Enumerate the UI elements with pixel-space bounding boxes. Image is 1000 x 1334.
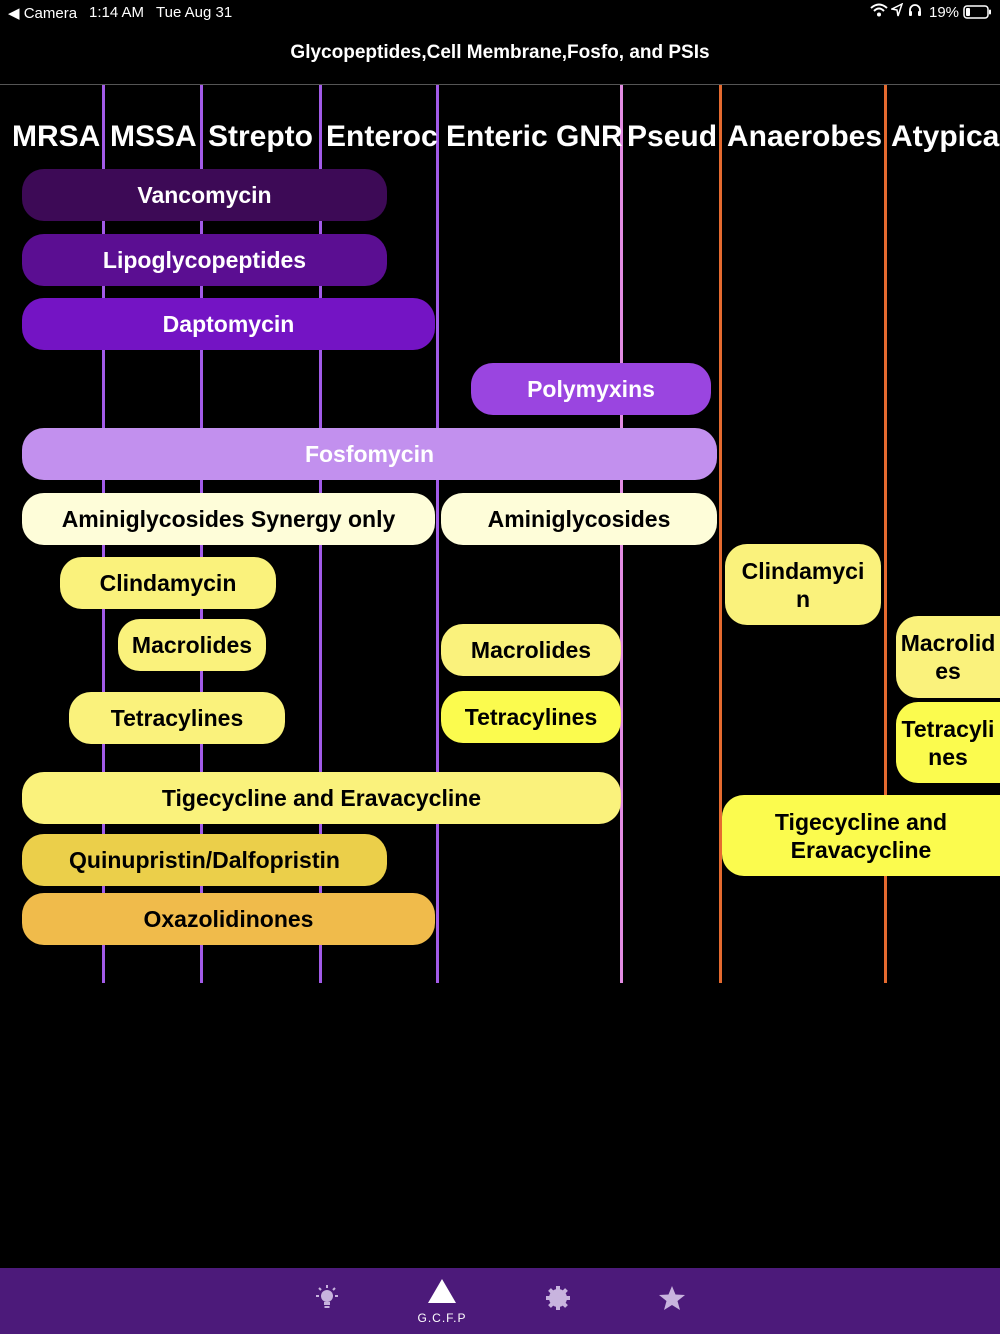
nav-divider [0, 84, 1000, 85]
column-header-atypicals: Atypicals [891, 120, 1000, 153]
drug-tetracyclines-gp[interactable]: Tetracylines [69, 692, 285, 744]
drug-polymyxins[interactable]: Polymyxins [471, 363, 711, 415]
back-to-app-link[interactable]: ◀ Camera [8, 5, 78, 22]
drug-tetracyclines-gnr[interactable]: Tetracylines [441, 691, 621, 743]
column-divider [884, 85, 887, 983]
tab-bar: G.C.F.P [0, 1268, 1000, 1334]
drug-tetracyclines-atypicals[interactable]: Tetracyli nes [896, 702, 1000, 783]
star-icon [658, 1285, 686, 1316]
tab-favorites[interactable] [650, 1268, 694, 1334]
battery-icon [963, 5, 993, 23]
lightbulb-icon [314, 1284, 340, 1317]
drug-tigecycline-eravacycline[interactable]: Tigecycline and Eravacycline [22, 772, 621, 824]
drug-macrolides-gnr[interactable]: Macrolides [441, 624, 621, 676]
drug-macrolides-gp[interactable]: Macrolides [118, 619, 266, 671]
column-header-anaerobes: Anaerobes [727, 120, 883, 153]
drug-clindamycin-anaerobes[interactable]: Clindamyci n [725, 544, 881, 625]
tab-settings[interactable] [536, 1268, 580, 1334]
drug-macrolides-atypicals[interactable]: Macrolid es [896, 616, 1000, 698]
drug-vancomycin[interactable]: Vancomycin [22, 169, 387, 221]
drug-daptomycin[interactable]: Daptomycin [22, 298, 435, 350]
column-divider [719, 85, 722, 983]
column-header-pseud: Pseud [627, 120, 718, 153]
drug-tigecycline-eravacycline-anaerobes[interactable]: Tigecycline and Eravacycline [722, 795, 1000, 876]
tab-tips[interactable] [305, 1268, 349, 1334]
gear-icon [545, 1285, 571, 1316]
drug-aminoglycosides[interactable]: Aminiglycosides [441, 493, 717, 545]
headphones-icon [908, 3, 922, 21]
drug-aminoglycosides-synergy[interactable]: Aminiglycosides Synergy only [22, 493, 435, 545]
page-title: Glycopeptides,Cell Membrane,Fosfo, and P… [290, 42, 710, 63]
battery-percent: 19% [929, 4, 960, 21]
triangle-icon [427, 1278, 457, 1309]
column-header-mrsa: MRSA [12, 120, 101, 153]
column-header-strepto: Strepto [208, 120, 313, 153]
drug-lipoglycopeptides[interactable]: Lipoglycopeptides [22, 234, 387, 286]
status-date: Tue Aug 31 [156, 4, 233, 21]
column-header-mssa: MSSA [110, 120, 197, 153]
wifi-icon [870, 3, 888, 21]
drug-clindamycin-gp[interactable]: Clindamycin [60, 557, 276, 609]
tab-gcfp[interactable]: G.C.F.P [408, 1268, 476, 1334]
back-app-label: Camera [23, 5, 78, 22]
column-header-enteric-gnr: Enteric GNR [446, 120, 623, 153]
drug-fosfomycin[interactable]: Fosfomycin [22, 428, 717, 480]
location-icon [889, 2, 904, 21]
drug-oxazolidinones[interactable]: Oxazolidinones [22, 893, 435, 945]
status-time: 1:14 AM [89, 4, 145, 21]
tab-label: G.C.F.P [417, 1310, 467, 1325]
column-header-enteroc: Enteroc [326, 120, 438, 153]
status-bar: ◀ Camera 1:14 AM Tue Aug 31 19% [0, 0, 1000, 26]
column-divider [436, 85, 439, 983]
drug-quinupristin-dalfopristin[interactable]: Quinupristin/Dalfopristin [22, 834, 387, 886]
